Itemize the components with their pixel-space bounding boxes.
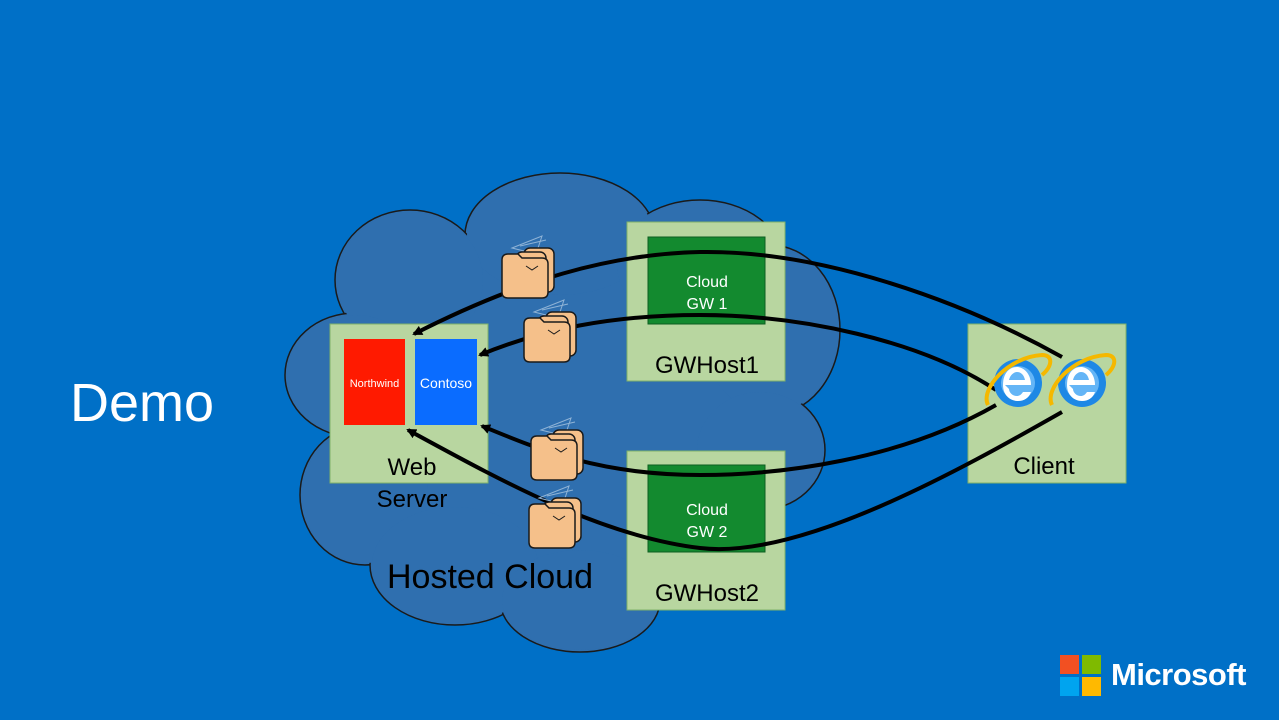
hosted-cloud-label: Hosted Cloud	[387, 558, 593, 596]
web-server-box: Northwind Contoso Web	[329, 323, 489, 484]
logo-square-green	[1082, 655, 1101, 674]
slide-title: Demo	[70, 373, 215, 433]
northwind-site-tile	[344, 339, 405, 425]
logo-square-yellow	[1082, 677, 1101, 696]
gwhost2-box: Cloud GW 2 GWHost2	[626, 450, 786, 611]
contoso-site-tile	[415, 339, 477, 425]
contoso-label: Contoso	[420, 375, 472, 391]
connection-line	[406, 410, 1063, 552]
microsoft-logo: Microsoft	[1060, 655, 1260, 699]
northwind-label: Northwind	[350, 378, 400, 390]
web-server-label-line2: Server	[377, 486, 448, 513]
gwhost1-box: Cloud GW 1 GWHost1	[626, 221, 786, 382]
logo-square-blue	[1060, 677, 1079, 696]
cloud-gw1-label-line1: Cloud	[686, 274, 728, 291]
cloud-gw2-label-line1: Cloud	[686, 502, 728, 519]
internet-explorer-icon	[984, 352, 1053, 407]
cloud-gw2-tile	[647, 464, 766, 553]
cloud-gw2-label-line2: GW 2	[687, 524, 728, 541]
internet-explorer-icon	[1048, 352, 1117, 407]
client-label: Client	[1013, 453, 1075, 480]
microsoft-wordmark: Microsoft	[1111, 657, 1247, 692]
web-server-label-line1: Web	[388, 454, 437, 481]
gwhost2-label: GWHost2	[655, 580, 759, 607]
gwhost1-label: GWHost1	[655, 352, 759, 379]
cloud-gw1-label-line2: GW 1	[687, 296, 728, 313]
logo-square-red	[1060, 655, 1079, 674]
